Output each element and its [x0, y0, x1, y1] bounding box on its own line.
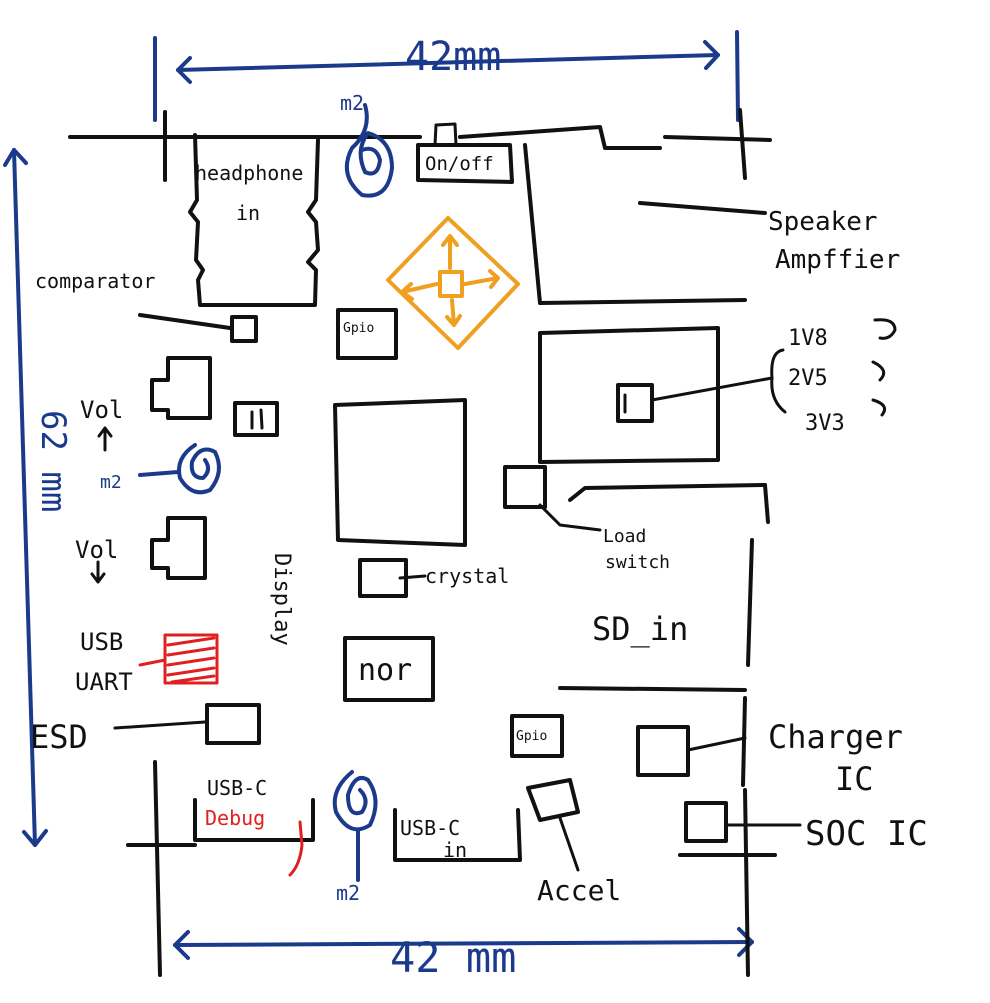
- power-regulator: 1V8 2V5 3V3: [538, 318, 897, 464]
- mount-hole-icon: [177, 443, 221, 495]
- v18-label: 1V8: [788, 326, 828, 351]
- soc-ic: SOC IC: [684, 801, 928, 854]
- accel-label: Accel: [537, 874, 621, 907]
- soc-ic-label: SOC IC: [805, 814, 928, 854]
- vol-up-button: Vol: [80, 356, 212, 452]
- main-chip: [333, 398, 467, 547]
- usb-uart-label-2: UART: [75, 668, 133, 696]
- gpio-top: Gpio: [336, 308, 398, 360]
- headphone-in-label: in: [236, 201, 260, 225]
- usb-uart-label-1: USB: [80, 628, 123, 656]
- headphone-label: headphone: [195, 161, 303, 185]
- vol-down-button: Vol: [75, 516, 207, 584]
- board-outline: [68, 108, 777, 977]
- dpad-icon: [386, 216, 520, 350]
- m2-top-label: m2: [340, 91, 364, 115]
- charger-label-1: Charger: [768, 718, 903, 756]
- gpio-top-label: Gpio: [343, 321, 374, 336]
- arrow-icon: [90, 560, 106, 584]
- crystal-label: crystal: [425, 564, 509, 588]
- mount-hole-left: m2: [100, 443, 221, 495]
- speaker-label-2: Ampffier: [775, 245, 900, 275]
- mount-hole-icon: [344, 103, 394, 198]
- usb-c-debug-label-1: USB-C: [207, 776, 267, 800]
- esd-protection: ESD: [30, 703, 261, 756]
- sd-card-slot: SD_in: [558, 483, 770, 692]
- mount-hole-top: m2: [340, 91, 394, 198]
- nor-flash: nor: [343, 636, 435, 702]
- dimension-top-label: 42mm: [405, 34, 501, 80]
- comparator: comparator: [35, 269, 258, 343]
- charger-label-2: IC: [835, 760, 874, 798]
- gpio-bottom-label: Gpio: [516, 729, 547, 744]
- arrow-icon: [97, 426, 113, 452]
- headphone-jack: headphone in: [188, 133, 320, 307]
- load-switch-label-1: Load: [603, 526, 646, 547]
- speaker-label-1: Speaker: [768, 207, 878, 237]
- display-label: Display: [269, 553, 294, 646]
- vol-up-label: Vol: [80, 396, 123, 424]
- dimension-side: 62 mm: [3, 148, 73, 847]
- usb-uart: USB UART: [75, 628, 219, 696]
- nor-label: nor: [358, 653, 412, 688]
- on-off-label: On/off: [425, 153, 494, 175]
- dimension-bottom: 42 mm: [173, 927, 754, 982]
- v33-label: 3V3: [805, 411, 845, 436]
- usb-c-in-label-2: in: [443, 838, 467, 862]
- usb-c-debug-label-2: Debug: [205, 806, 265, 830]
- usb-c-debug-port: USB-C Debug: [193, 776, 315, 877]
- load-switch: Load switch: [503, 465, 670, 573]
- dimension-top: 42mm: [153, 30, 740, 122]
- on-off-switch: On/off: [416, 122, 514, 184]
- esd-label: ESD: [30, 718, 88, 756]
- usb-c-in-label-1: USB-C: [400, 816, 460, 840]
- m2-bottom-label: m2: [336, 881, 360, 905]
- crystal: crystal: [358, 558, 509, 598]
- sd-in-label: SD_in: [592, 610, 688, 648]
- charger-ic: Charger IC: [636, 696, 903, 798]
- speaker-amplifier: Speaker Ampffier: [523, 143, 900, 305]
- gpio-bottom: Gpio: [510, 714, 564, 758]
- comparator-label: comparator: [35, 269, 155, 293]
- mount-hole-icon: [332, 770, 378, 832]
- display-connector: Display: [269, 553, 294, 646]
- dimension-bottom-label: 42 mm: [390, 933, 516, 982]
- usb-c-in-port: USB-C in: [393, 808, 522, 862]
- tact-switch: [233, 401, 279, 437]
- vol-down-label: Vol: [75, 536, 118, 564]
- load-switch-label-2: switch: [605, 552, 670, 573]
- v25-label: 2V5: [788, 366, 828, 391]
- accelerometer: Accel: [526, 778, 621, 907]
- m2-left-label: m2: [100, 472, 122, 493]
- mount-hole-bottom: m2: [332, 770, 378, 905]
- dimension-side-label: 62 mm: [33, 410, 73, 512]
